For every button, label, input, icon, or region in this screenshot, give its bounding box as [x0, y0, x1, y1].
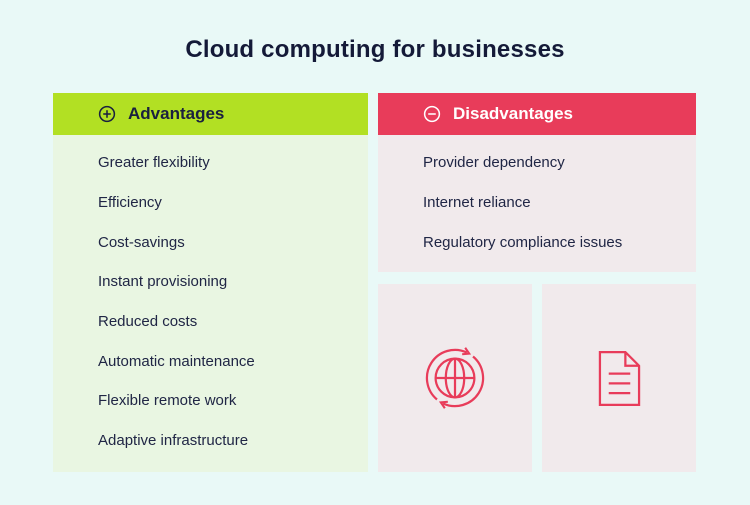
list-item: Internet reliance: [423, 194, 531, 212]
list-item: Efficiency: [98, 194, 162, 212]
advantages-list: Greater flexibility Efficiency Cost-savi…: [53, 135, 368, 472]
disadvantages-header-label: Disadvantages: [453, 104, 573, 123]
list-item: Instant provisioning: [98, 273, 228, 291]
plus-circle-icon: [98, 105, 116, 123]
document-icon: [597, 349, 642, 408]
advantages-header-label: Advantages: [128, 104, 225, 123]
list-item: Adaptive infrastructure: [98, 432, 249, 450]
page-title: Cloud computing for businesses: [185, 36, 565, 63]
list-item: Provider dependency: [423, 154, 565, 172]
disadvantages-header: Disadvantages: [378, 93, 696, 135]
list-item: Cost-savings: [98, 233, 185, 251]
disadvantages-section: Disadvantages Provider dependency Intern…: [378, 93, 696, 472]
document-card: [542, 284, 696, 472]
globe-sync-icon: [424, 347, 486, 409]
icon-cards: [378, 284, 696, 472]
minus-circle-icon: [423, 105, 441, 123]
advantages-header: Advantages: [53, 93, 368, 135]
list-item: Flexible remote work: [98, 392, 237, 410]
list-item: Regulatory compliance issues: [423, 233, 623, 251]
disadvantages-list: Provider dependency Internet reliance Re…: [378, 135, 696, 272]
list-item: Reduced costs: [98, 313, 198, 331]
list-item: Automatic maintenance: [98, 352, 255, 370]
comparison-columns: Advantages Greater flexibility Efficienc…: [53, 93, 696, 472]
advantages-section: Advantages Greater flexibility Efficienc…: [53, 93, 368, 472]
globe-sync-card: [378, 284, 532, 472]
list-item: Greater flexibility: [98, 154, 210, 172]
